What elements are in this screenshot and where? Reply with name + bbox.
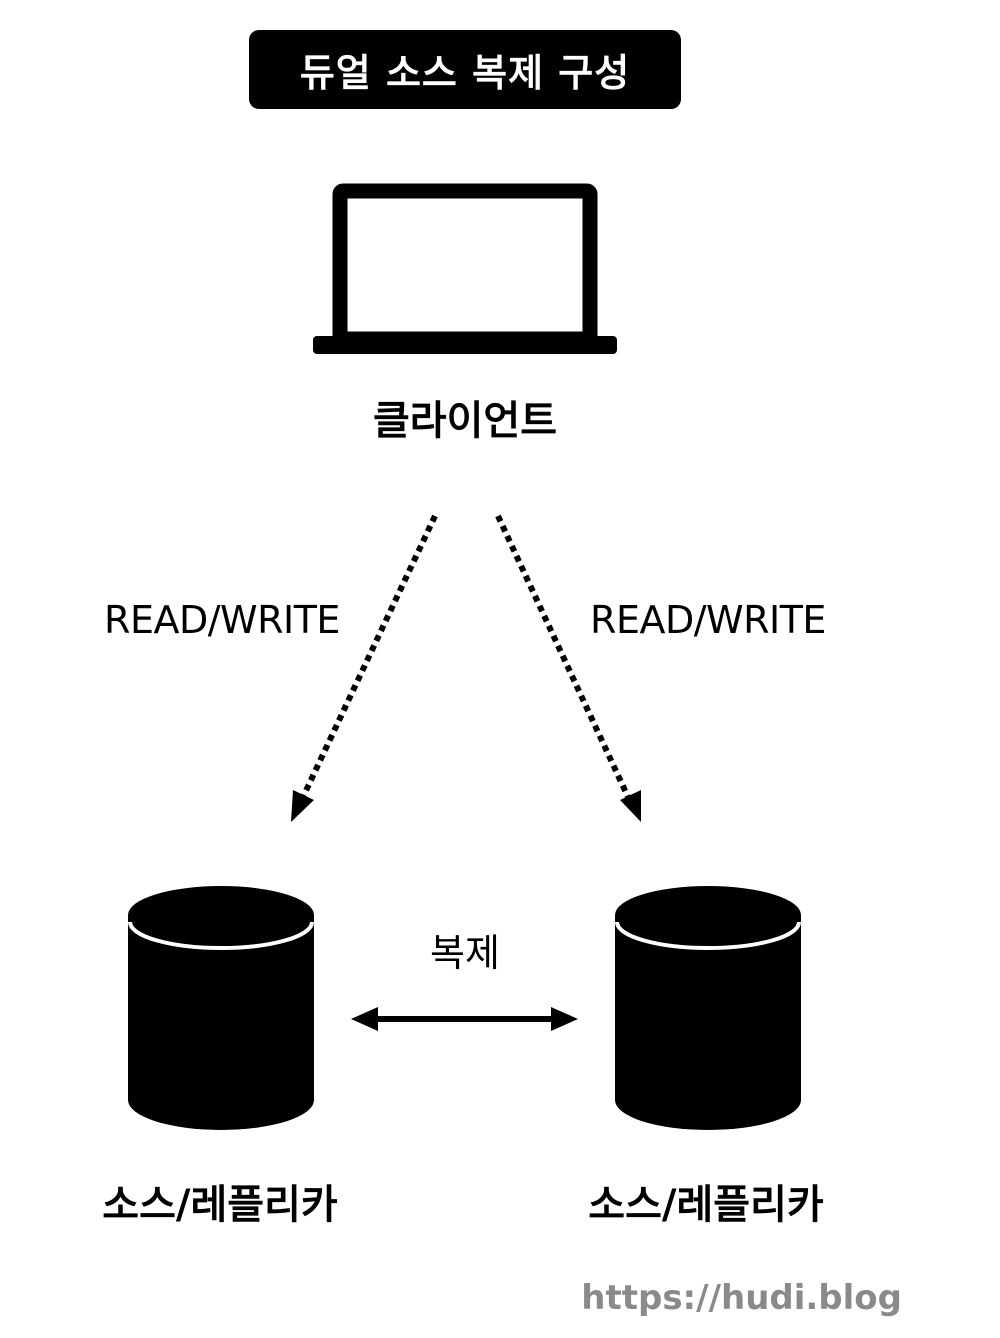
database-icon bbox=[615, 886, 801, 1130]
arrowhead-left bbox=[291, 790, 314, 822]
database-icon bbox=[128, 886, 314, 1130]
laptop-screen bbox=[332, 183, 598, 347]
database-label-right: 소스/레플리카 bbox=[588, 1182, 824, 1228]
read-write-arrow-right bbox=[495, 514, 641, 822]
laptop-icon bbox=[313, 183, 617, 354]
read-write-label-left: READ/WRITE bbox=[104, 598, 340, 642]
replication-arrow bbox=[351, 1007, 578, 1031]
arrowhead-left bbox=[351, 1007, 378, 1031]
arrowhead-right bbox=[551, 1007, 578, 1031]
watermark: https://hudi.blog bbox=[581, 1278, 902, 1318]
title-badge: 듀얼 소스 복제 구성 bbox=[249, 30, 681, 109]
read-write-label-right: READ/WRITE bbox=[590, 598, 826, 642]
read-write-arrow-left bbox=[291, 514, 438, 822]
page-title: 듀얼 소스 복제 구성 bbox=[299, 51, 631, 95]
arrowhead-right bbox=[620, 790, 641, 822]
client-label: 클라이언트 bbox=[373, 398, 557, 444]
replication-label: 복제 bbox=[430, 931, 500, 975]
laptop-base bbox=[313, 336, 617, 354]
database-label-left: 소스/레플리카 bbox=[102, 1182, 338, 1228]
